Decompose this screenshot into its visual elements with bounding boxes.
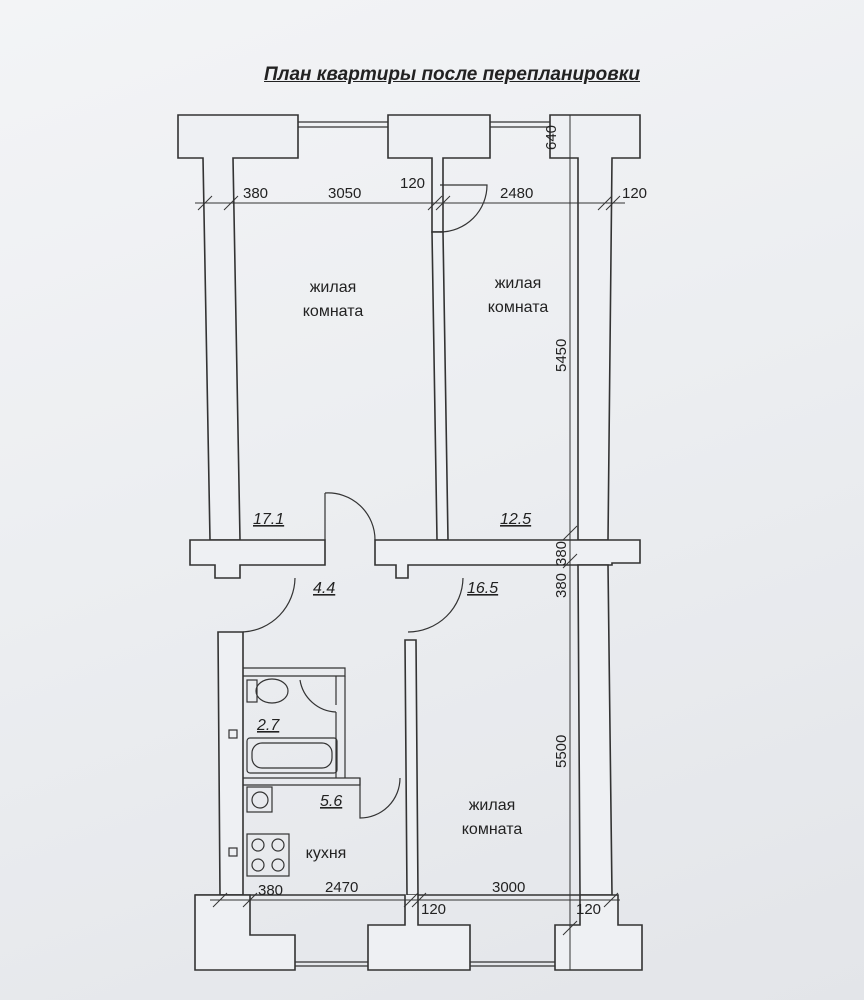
- dim-top-wall-right: 120: [622, 185, 647, 202]
- area-hall: 4.4: [313, 580, 335, 597]
- bathtub-icon: [246, 737, 338, 774]
- vent-icon: [228, 847, 238, 857]
- room-label-kitchen: кухня: [306, 845, 347, 862]
- dim-bottom-wall-right: 120: [576, 901, 601, 918]
- toilet-icon: [246, 678, 289, 704]
- area-bathroom: 5.6: [320, 793, 342, 810]
- room-label-bottom-line1: жилая: [469, 797, 516, 814]
- dim-bottom-room: 3000: [492, 879, 525, 896]
- plan-title: План квартиры после перепланировки: [264, 64, 640, 85]
- dimension-lines: [195, 115, 625, 970]
- room-label-top-right-line2: комната: [488, 299, 549, 316]
- dim-mid-wall-b: 380: [553, 541, 570, 566]
- vent-icon: [228, 729, 238, 739]
- area-room-top-left: 17.1: [253, 511, 284, 528]
- area-room-top-right: 12.5: [500, 511, 531, 528]
- dim-top-offset: 640: [543, 125, 560, 150]
- area-toilet: 2.7: [256, 717, 280, 734]
- area-room-bottom-right: 16.5: [467, 580, 498, 597]
- fixtures: [228, 678, 338, 877]
- dim-right-upper-height: 5450: [553, 339, 570, 372]
- doors: [242, 184, 488, 819]
- dim-top-partition: 120: [400, 175, 425, 192]
- room-label-top-right-line1: жилая: [495, 275, 542, 292]
- dim-right-lower-height: 5500: [553, 735, 570, 768]
- dim-bottom-partition: 120: [421, 901, 446, 918]
- room-label-top-left-line2: комната: [303, 303, 364, 320]
- room-label-top-left-line1: жилая: [310, 279, 357, 296]
- dim-mid-wall-a: 380: [553, 573, 570, 598]
- dim-bottom-kitchen: 2470: [325, 879, 358, 896]
- dim-top-room-right: 2480: [500, 185, 533, 202]
- room-label-bottom-line2: комната: [462, 821, 523, 838]
- stove-icon: [246, 833, 290, 877]
- walls: [177, 114, 643, 971]
- dim-top-room-left: 3050: [328, 185, 361, 202]
- sink-icon: [246, 786, 273, 813]
- dim-top-wall-left: 380: [243, 185, 268, 202]
- dim-bottom-wall-left: 380: [258, 882, 283, 899]
